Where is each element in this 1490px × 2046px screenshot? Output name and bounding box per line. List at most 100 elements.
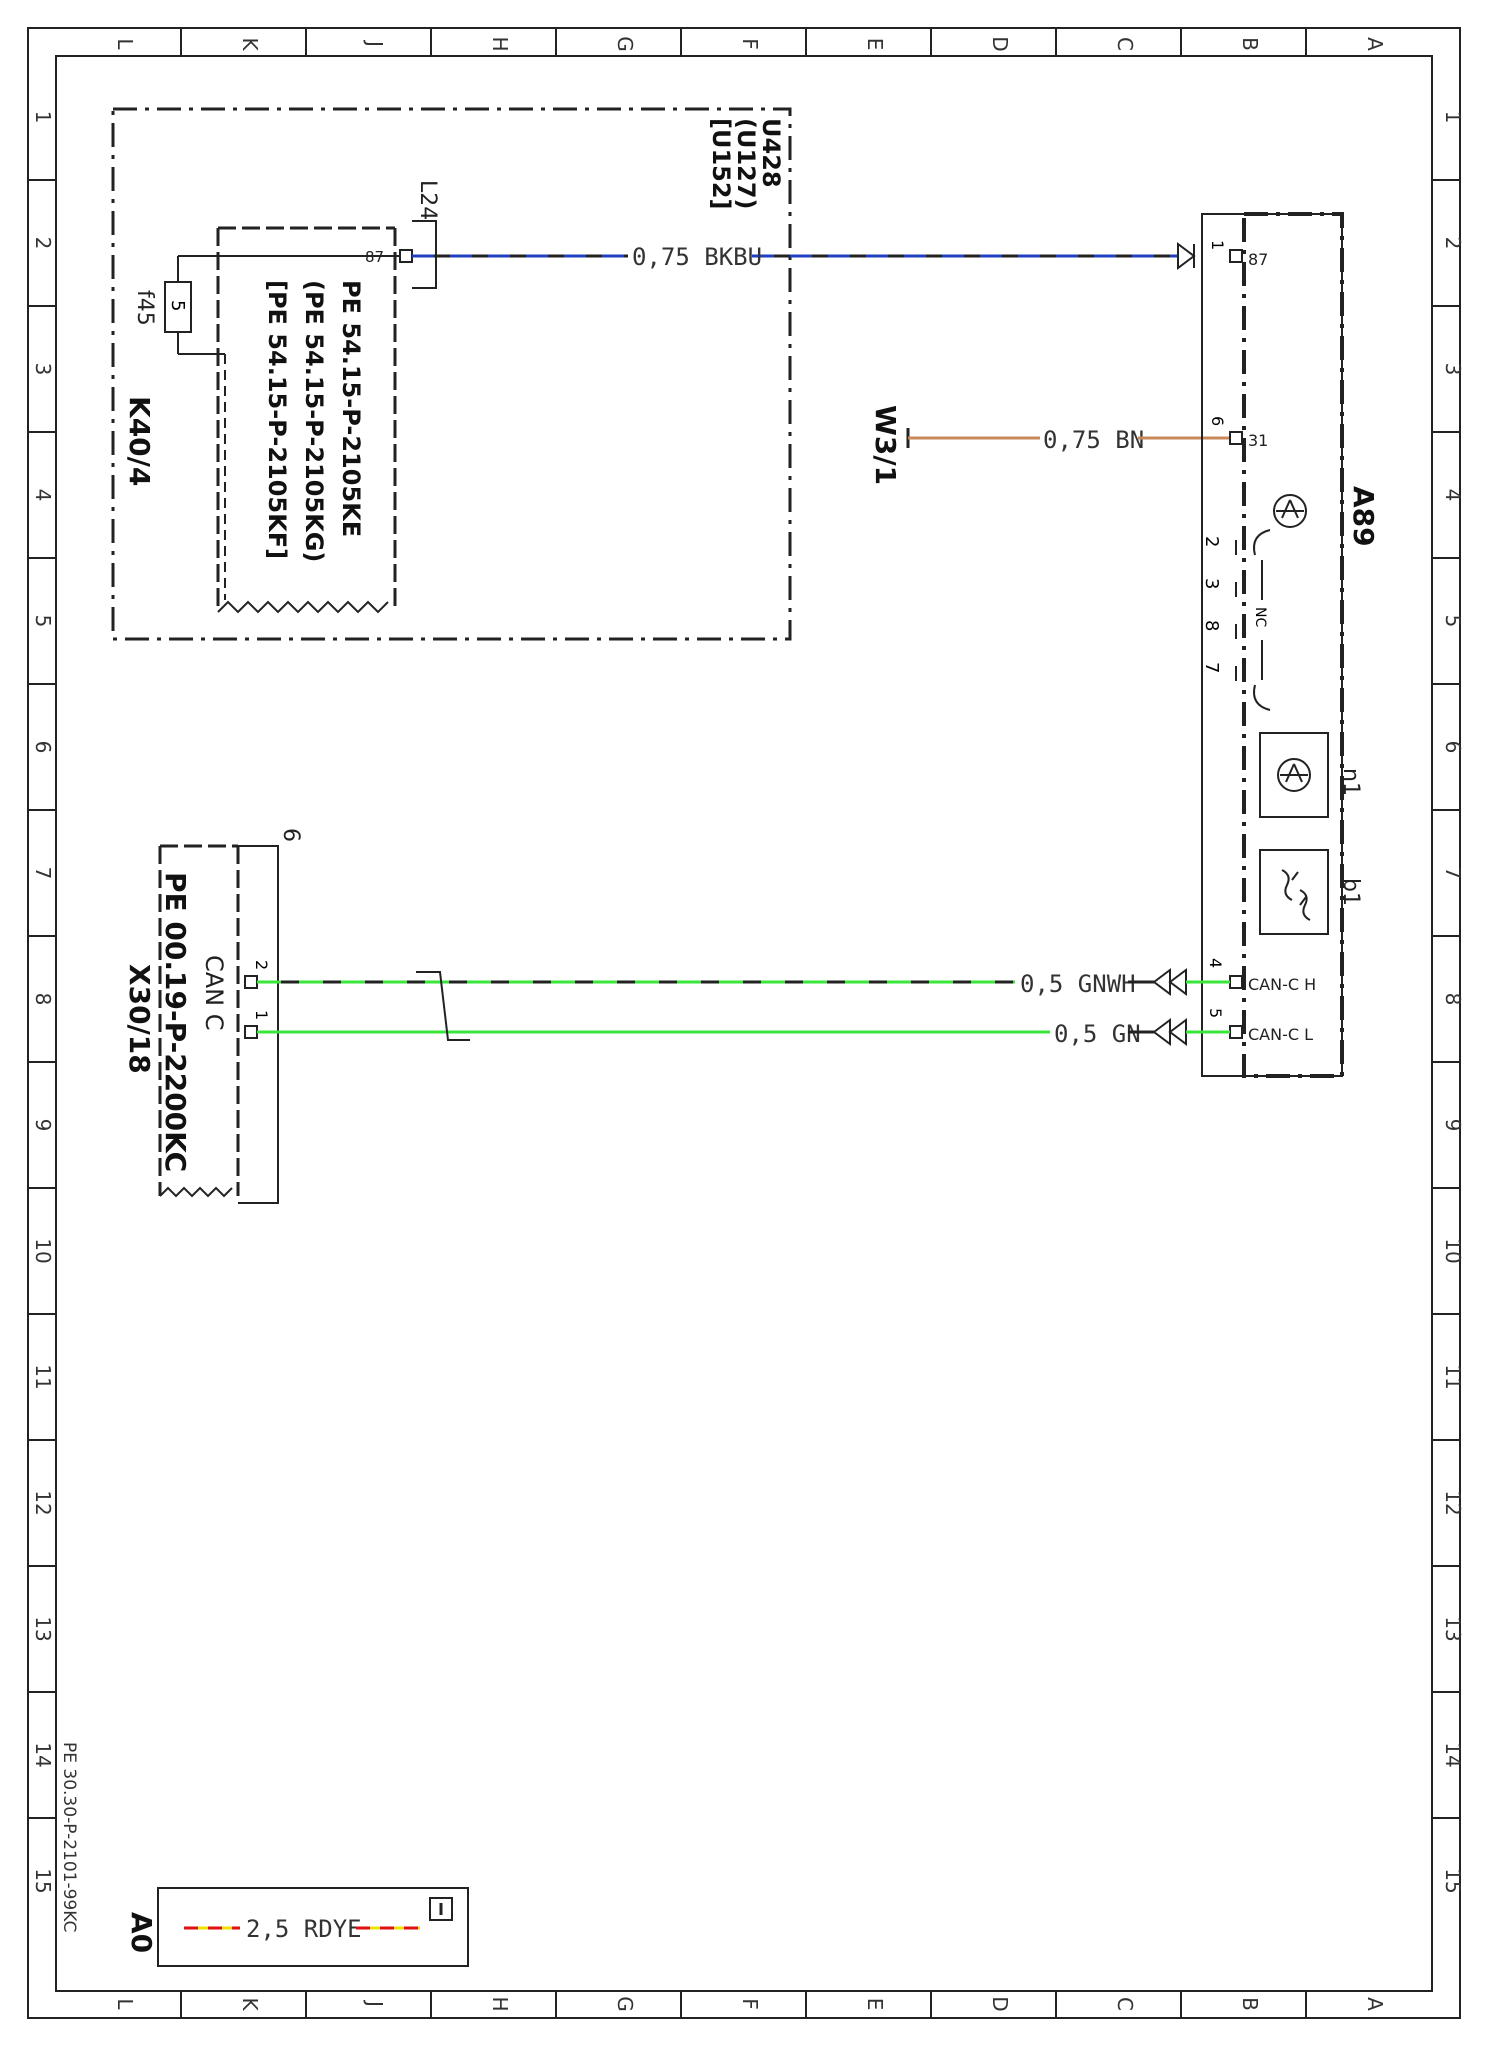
col-label-top: F [738,38,762,50]
a89-pin-7: 7 [1201,662,1222,673]
twisted-pair-marker [416,971,470,1041]
fuse-value: 5 [167,300,188,311]
k40-connector: 87 L24 [215,180,440,614]
x30-pin-2: 2 [252,960,271,970]
n1-block: n1 [1259,732,1363,818]
row-label-right: 5 [1441,615,1465,628]
a89-pin-can-l: CAN-C L [1248,1025,1313,1044]
row-label-left: 4 [31,489,55,502]
transistor-icon [1273,494,1307,528]
a0-legend: A0 2,5 RDYE [125,1887,469,1967]
a89-nc-label: NC [1252,607,1268,627]
col-label-top: B [1238,37,1262,51]
ground-w3-1: W3/1 0,75 BN [869,405,1230,485]
wire-gn: 0,5 GN [257,1018,1230,1048]
wire-bkbu-label: 0,75 BKBU [632,243,762,271]
wire-gnwh: 0,5 GNWH [257,968,1230,998]
row-label-left: 7 [31,867,55,880]
x30-bracket-label: 6 [278,828,303,842]
a89-pin-can-h: CAN-C H [1248,975,1316,994]
wire-gn-label: 0,5 GN [1054,1020,1141,1048]
col-label-top: G [613,36,637,52]
l24-label: L24 [415,180,440,220]
b1-block: b1 [1259,849,1363,935]
a89-pin-6: 6 [1208,416,1227,426]
fuse-f45-label: f45 [132,290,157,326]
a89-label: A89 [1347,486,1380,547]
pe-ref-2: (PE 54.15-P-2105KG) [300,280,328,562]
row-label-left: 1 [31,111,55,124]
pe-ref-1: PE 54.15-P-2105KE [337,280,365,537]
document-reference: PE 30.30-P-2101-99KC [59,1742,79,1932]
row-label-right: 15 [1441,1868,1465,1893]
wire-bn-label: 0,75 BN [1043,426,1144,454]
u127-label: (U127) [732,118,760,210]
w3-1-label: W3/1 [869,405,902,485]
row-label-right: 6 [1441,741,1465,754]
col-label-bottom: B [1238,1997,1262,2011]
b1-label: b1 [1338,878,1363,906]
row-label-left: 13 [31,1616,55,1641]
a89-module: A89 1 87 6 31 2 3 8 7 NC [1201,212,1380,1078]
a89-pin-3: 3 [1201,578,1222,589]
row-label-left: 14 [31,1742,55,1767]
row-label-left: 8 [31,993,55,1006]
x30-pe-ref: PE 00.19-P-2200KC [159,872,192,1172]
a89-pin-5: 5 [1206,1008,1225,1018]
col-label-bottom: G [613,1996,637,2012]
u428-label: U428 [757,118,785,188]
col-label-top: E [863,38,887,51]
a89-pin-8: 8 [1201,620,1222,631]
col-label-bottom: L [113,1998,137,2010]
a89-pin-4: 4 [1206,958,1225,968]
row-label-right: 4 [1441,489,1465,502]
k40-pin-87: 87 [365,248,384,266]
transistor-icon [1277,758,1311,792]
wire-gnwh-label: 0,5 GNWH [1020,970,1136,998]
a0-label: A0 [125,1912,158,1953]
row-label-left: 9 [31,1119,55,1132]
a89-pin-31: 31 [1248,431,1268,450]
row-label-right: 11 [1441,1364,1465,1389]
row-label-right: 9 [1441,1119,1465,1132]
row-label-right: 8 [1441,993,1465,1006]
k40-pe-references: PE 54.15-P-2105KE (PE 54.15-P-2105KG) [P… [263,280,365,562]
x30-pin-1: 1 [252,1010,271,1020]
col-label-top: D [988,36,1012,51]
pe-ref-3: [PE 54.15-P-2105KF] [263,280,291,559]
col-label-top: J [363,39,387,47]
col-label-bottom: K [238,1997,262,2011]
sensor-icon [1281,869,1293,901]
col-label-bottom: H [488,1996,512,2011]
fuse-f45: 5 f45 [132,255,215,355]
drawing-frame: L K J H G F E D C B A L K J H G F E D C … [27,27,1465,2019]
k40-4-label: K40/4 [123,396,156,486]
col-label-top: L [113,38,137,50]
row-label-right: 14 [1441,1742,1465,1767]
x30-18-connector: 6 PE 00.19-P-2200KC X30/18 CAN C 2 1 [123,828,303,1204]
row-label-left: 10 [31,1238,55,1263]
row-label-left: 6 [31,741,55,754]
row-label-left: 15 [31,1868,55,1893]
u428-module: U428 (U127) [U152] K40/4 5 f45 87 [111,107,792,641]
a89-pin-87: 87 [1248,250,1268,269]
row-label-right: 1 [1441,111,1465,124]
wire-bkbu: 0,75 BKBU [412,242,1196,271]
row-label-left: 12 [31,1490,55,1515]
col-label-bottom: J [363,1999,387,2007]
col-label-bottom: D [988,1996,1012,2011]
x30-can-c-label: CAN C [200,955,228,1031]
row-label-left: 3 [31,363,55,376]
n1-label: n1 [1338,768,1363,796]
col-label-bottom: E [863,1998,887,2011]
col-label-bottom: F [738,1998,762,2010]
row-label-right: 12 [1441,1490,1465,1515]
col-label-bottom: C [1113,1997,1137,2011]
row-label-left: 5 [31,615,55,628]
col-label-bottom: A [1363,1997,1387,2011]
row-label-left: 2 [31,237,55,250]
row-label-left: 11 [31,1364,55,1389]
col-label-top: C [1113,37,1137,51]
row-label-right: 7 [1441,867,1465,880]
